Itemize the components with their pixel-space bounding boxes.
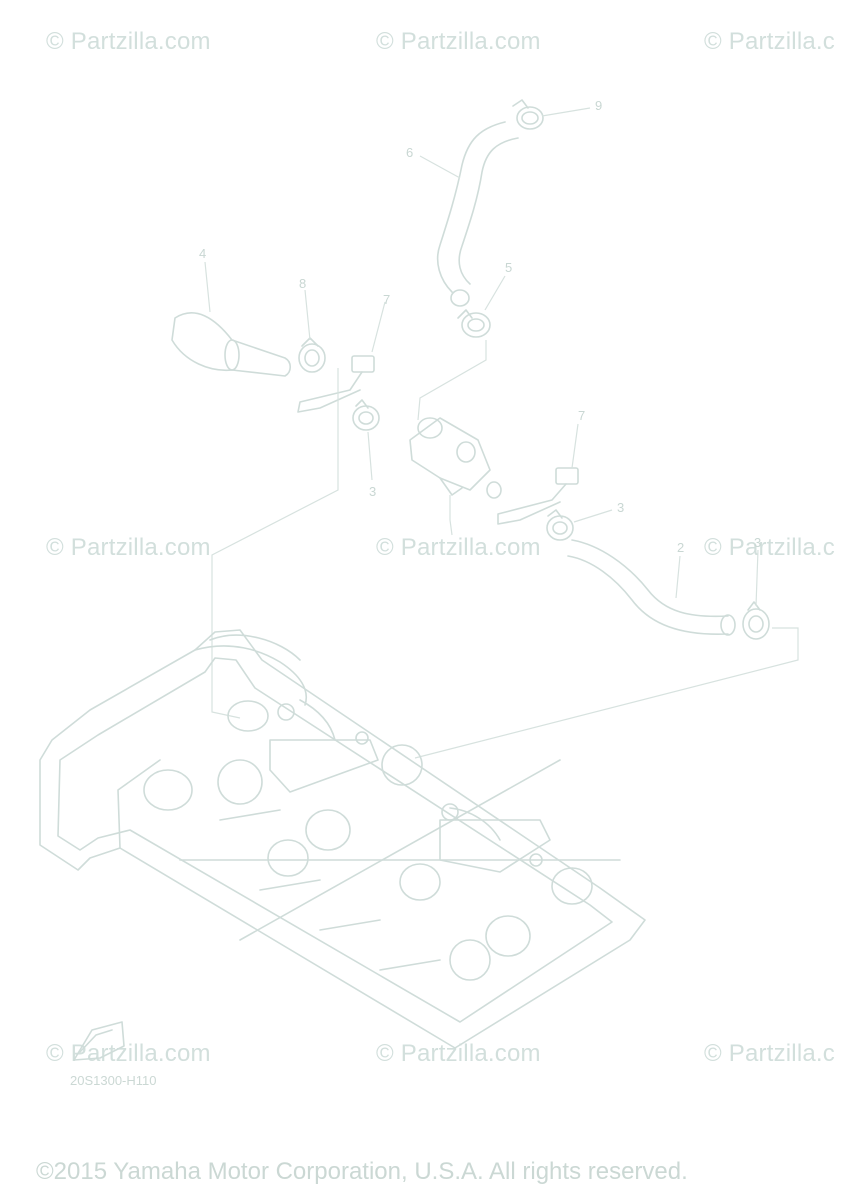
- callout-5: 5: [505, 260, 512, 275]
- clamp-5[interactable]: [457, 309, 491, 338]
- callout-9: 9: [595, 98, 602, 113]
- bracket-7-right[interactable]: [497, 467, 579, 525]
- clamp-3-far-right[interactable]: [742, 601, 770, 640]
- diagram-code: 20S1300-H110: [70, 1073, 157, 1088]
- hose-4[interactable]: [171, 312, 292, 377]
- watermark: © Partzilla.com: [46, 28, 211, 55]
- leader-lines: [204, 107, 799, 759]
- hose-2[interactable]: [567, 539, 736, 636]
- clamp-9[interactable]: [512, 99, 544, 130]
- callout-3: 3: [754, 535, 761, 550]
- plug-wells: [143, 700, 593, 981]
- front-arrow-icon: [73, 1021, 125, 1061]
- watermark: © Partzilla.com: [376, 28, 541, 55]
- watermark: © Partzilla.com: [46, 534, 211, 561]
- callout-4: 4: [199, 246, 206, 261]
- callout-2: 2: [677, 540, 684, 555]
- callout-6: 6: [406, 145, 413, 160]
- callout-8: 8: [299, 276, 306, 291]
- watermark: © Partzilla.c: [704, 1040, 835, 1067]
- watermark: © Partzilla.c: [704, 534, 835, 561]
- watermark: © Partzilla.com: [376, 534, 541, 561]
- bracket-7-left[interactable]: [297, 355, 375, 413]
- callout-7: 7: [578, 408, 585, 423]
- callout-3: 3: [369, 484, 376, 499]
- clamp-3-right[interactable]: [546, 509, 574, 541]
- cylinder-head-cover: [39, 629, 646, 1049]
- watermark: © Partzilla.c: [704, 28, 835, 55]
- clamp-8[interactable]: [298, 337, 326, 373]
- watermark: © Partzilla.com: [46, 1040, 211, 1067]
- callout-3: 3: [617, 500, 624, 515]
- hose-6[interactable]: [436, 121, 519, 307]
- clamp-3-left[interactable]: [352, 399, 380, 431]
- callout-7: 7: [383, 292, 390, 307]
- air-cut-valve[interactable]: [409, 417, 502, 499]
- copyright-notice: ©2015 Yamaha Motor Corporation, U.S.A. A…: [36, 1158, 688, 1185]
- watermark: © Partzilla.com: [376, 1040, 541, 1067]
